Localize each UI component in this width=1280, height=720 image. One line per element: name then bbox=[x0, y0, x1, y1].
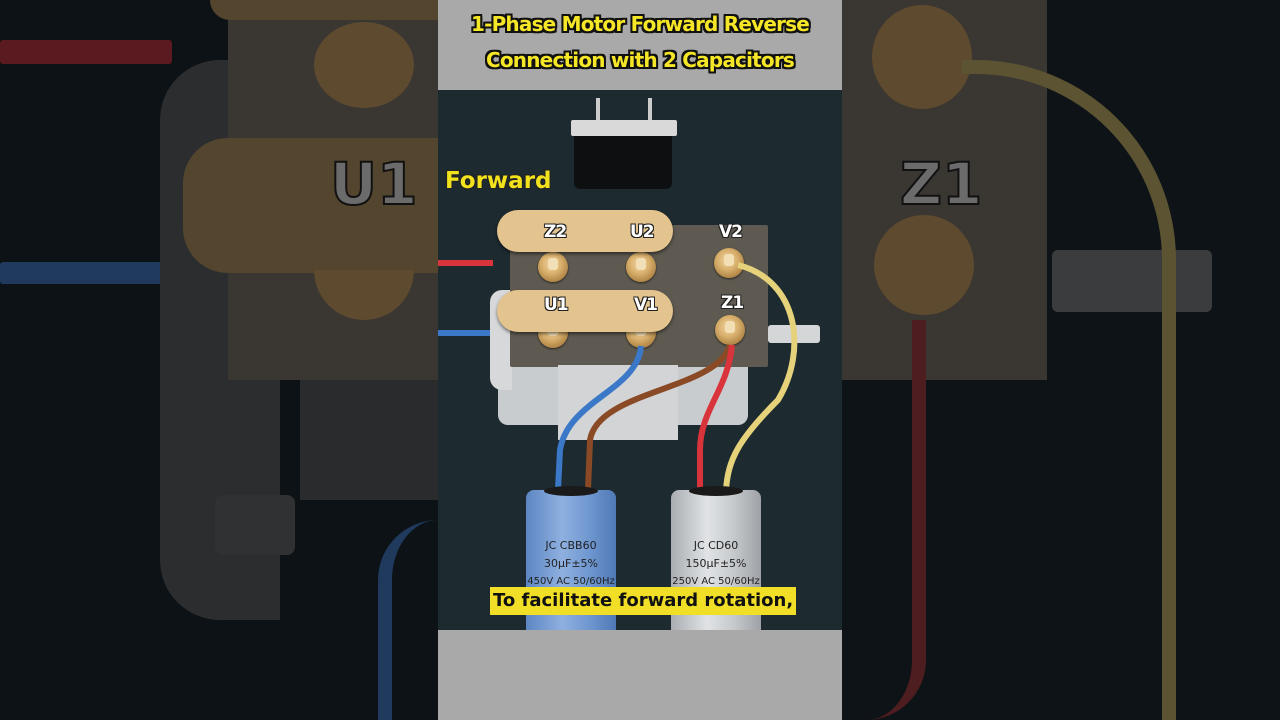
terminal-label-z2: Z2 bbox=[544, 222, 567, 242]
red-wire bbox=[438, 260, 493, 266]
caption-subtitle: To facilitate forward rotation, bbox=[490, 587, 797, 615]
pin-icon bbox=[596, 98, 600, 120]
video-frame[interactable]: 1-Phase Motor Forward Reverse Connection… bbox=[438, 0, 842, 720]
title-banner: 1-Phase Motor Forward Reverse Connection… bbox=[438, 0, 842, 90]
blue-wire-blurred-curve bbox=[378, 520, 438, 720]
capacitor-rating: 450V AC 50/60Hz bbox=[527, 576, 615, 587]
yellow-wire-blurred bbox=[962, 60, 1176, 720]
title-line-1: 1-Phase Motor Forward Reverse bbox=[470, 12, 810, 36]
title-line-2: Connection with 2 Capacitors bbox=[485, 48, 795, 72]
terminal-nut-z2 bbox=[538, 252, 568, 282]
capacitor-cap bbox=[544, 486, 598, 496]
blue-wire bbox=[438, 330, 493, 336]
capacitor-cap bbox=[689, 486, 743, 496]
direction-label: Forward bbox=[445, 168, 552, 194]
motor-diagram-scene: Forward Z2 U2 V2 U1 V1 Z1 bbox=[438, 90, 842, 630]
background-left-blur: U1 bbox=[0, 0, 438, 720]
strap-top-blurred bbox=[210, 0, 438, 20]
strap-blurred bbox=[183, 138, 438, 273]
motor-mount bbox=[558, 365, 678, 440]
terminal-label-u2: U2 bbox=[630, 222, 655, 242]
blue-wire-blurred bbox=[0, 262, 172, 284]
motor-fins-blurred bbox=[300, 380, 438, 500]
nut-blurred bbox=[872, 5, 972, 109]
capacitor-model: JC CD60 bbox=[693, 539, 739, 552]
terminal-nut-u2 bbox=[626, 252, 656, 282]
bottom-bar bbox=[438, 630, 842, 720]
capacitor-capacitance: 30μF±5% bbox=[544, 557, 598, 570]
background-right-blur: Z1 bbox=[842, 0, 1280, 720]
terminal-nut-z1 bbox=[715, 315, 745, 345]
jumper-strap-bottom bbox=[497, 290, 673, 332]
capacitor-model: JC CBB60 bbox=[545, 539, 597, 552]
terminal-label-v2: V2 bbox=[719, 222, 743, 242]
motor-foot-blurred bbox=[215, 495, 295, 555]
capacitor-rating: 250V AC 50/60Hz bbox=[672, 576, 760, 587]
capacitor-capacitance: 150μF±5% bbox=[685, 557, 747, 570]
terminal-label-blurred: U1 bbox=[329, 149, 418, 219]
capacitor-wires bbox=[555, 262, 798, 491]
red-wire-blurred bbox=[0, 40, 172, 64]
nut-blurred bbox=[314, 22, 414, 108]
strap-holder-base bbox=[574, 136, 672, 189]
terminal-label-v1: V1 bbox=[634, 295, 658, 315]
terminal-label-u1: U1 bbox=[544, 295, 569, 315]
jumper-strap-top bbox=[497, 210, 673, 252]
nut-blurred bbox=[874, 215, 974, 315]
terminal-label-z1: Z1 bbox=[721, 293, 744, 313]
pin-icon bbox=[648, 98, 652, 120]
strap-holder-icon bbox=[571, 120, 677, 136]
motor-shaft-blurred bbox=[1052, 250, 1212, 312]
red-wire-blurred bbox=[842, 320, 926, 720]
